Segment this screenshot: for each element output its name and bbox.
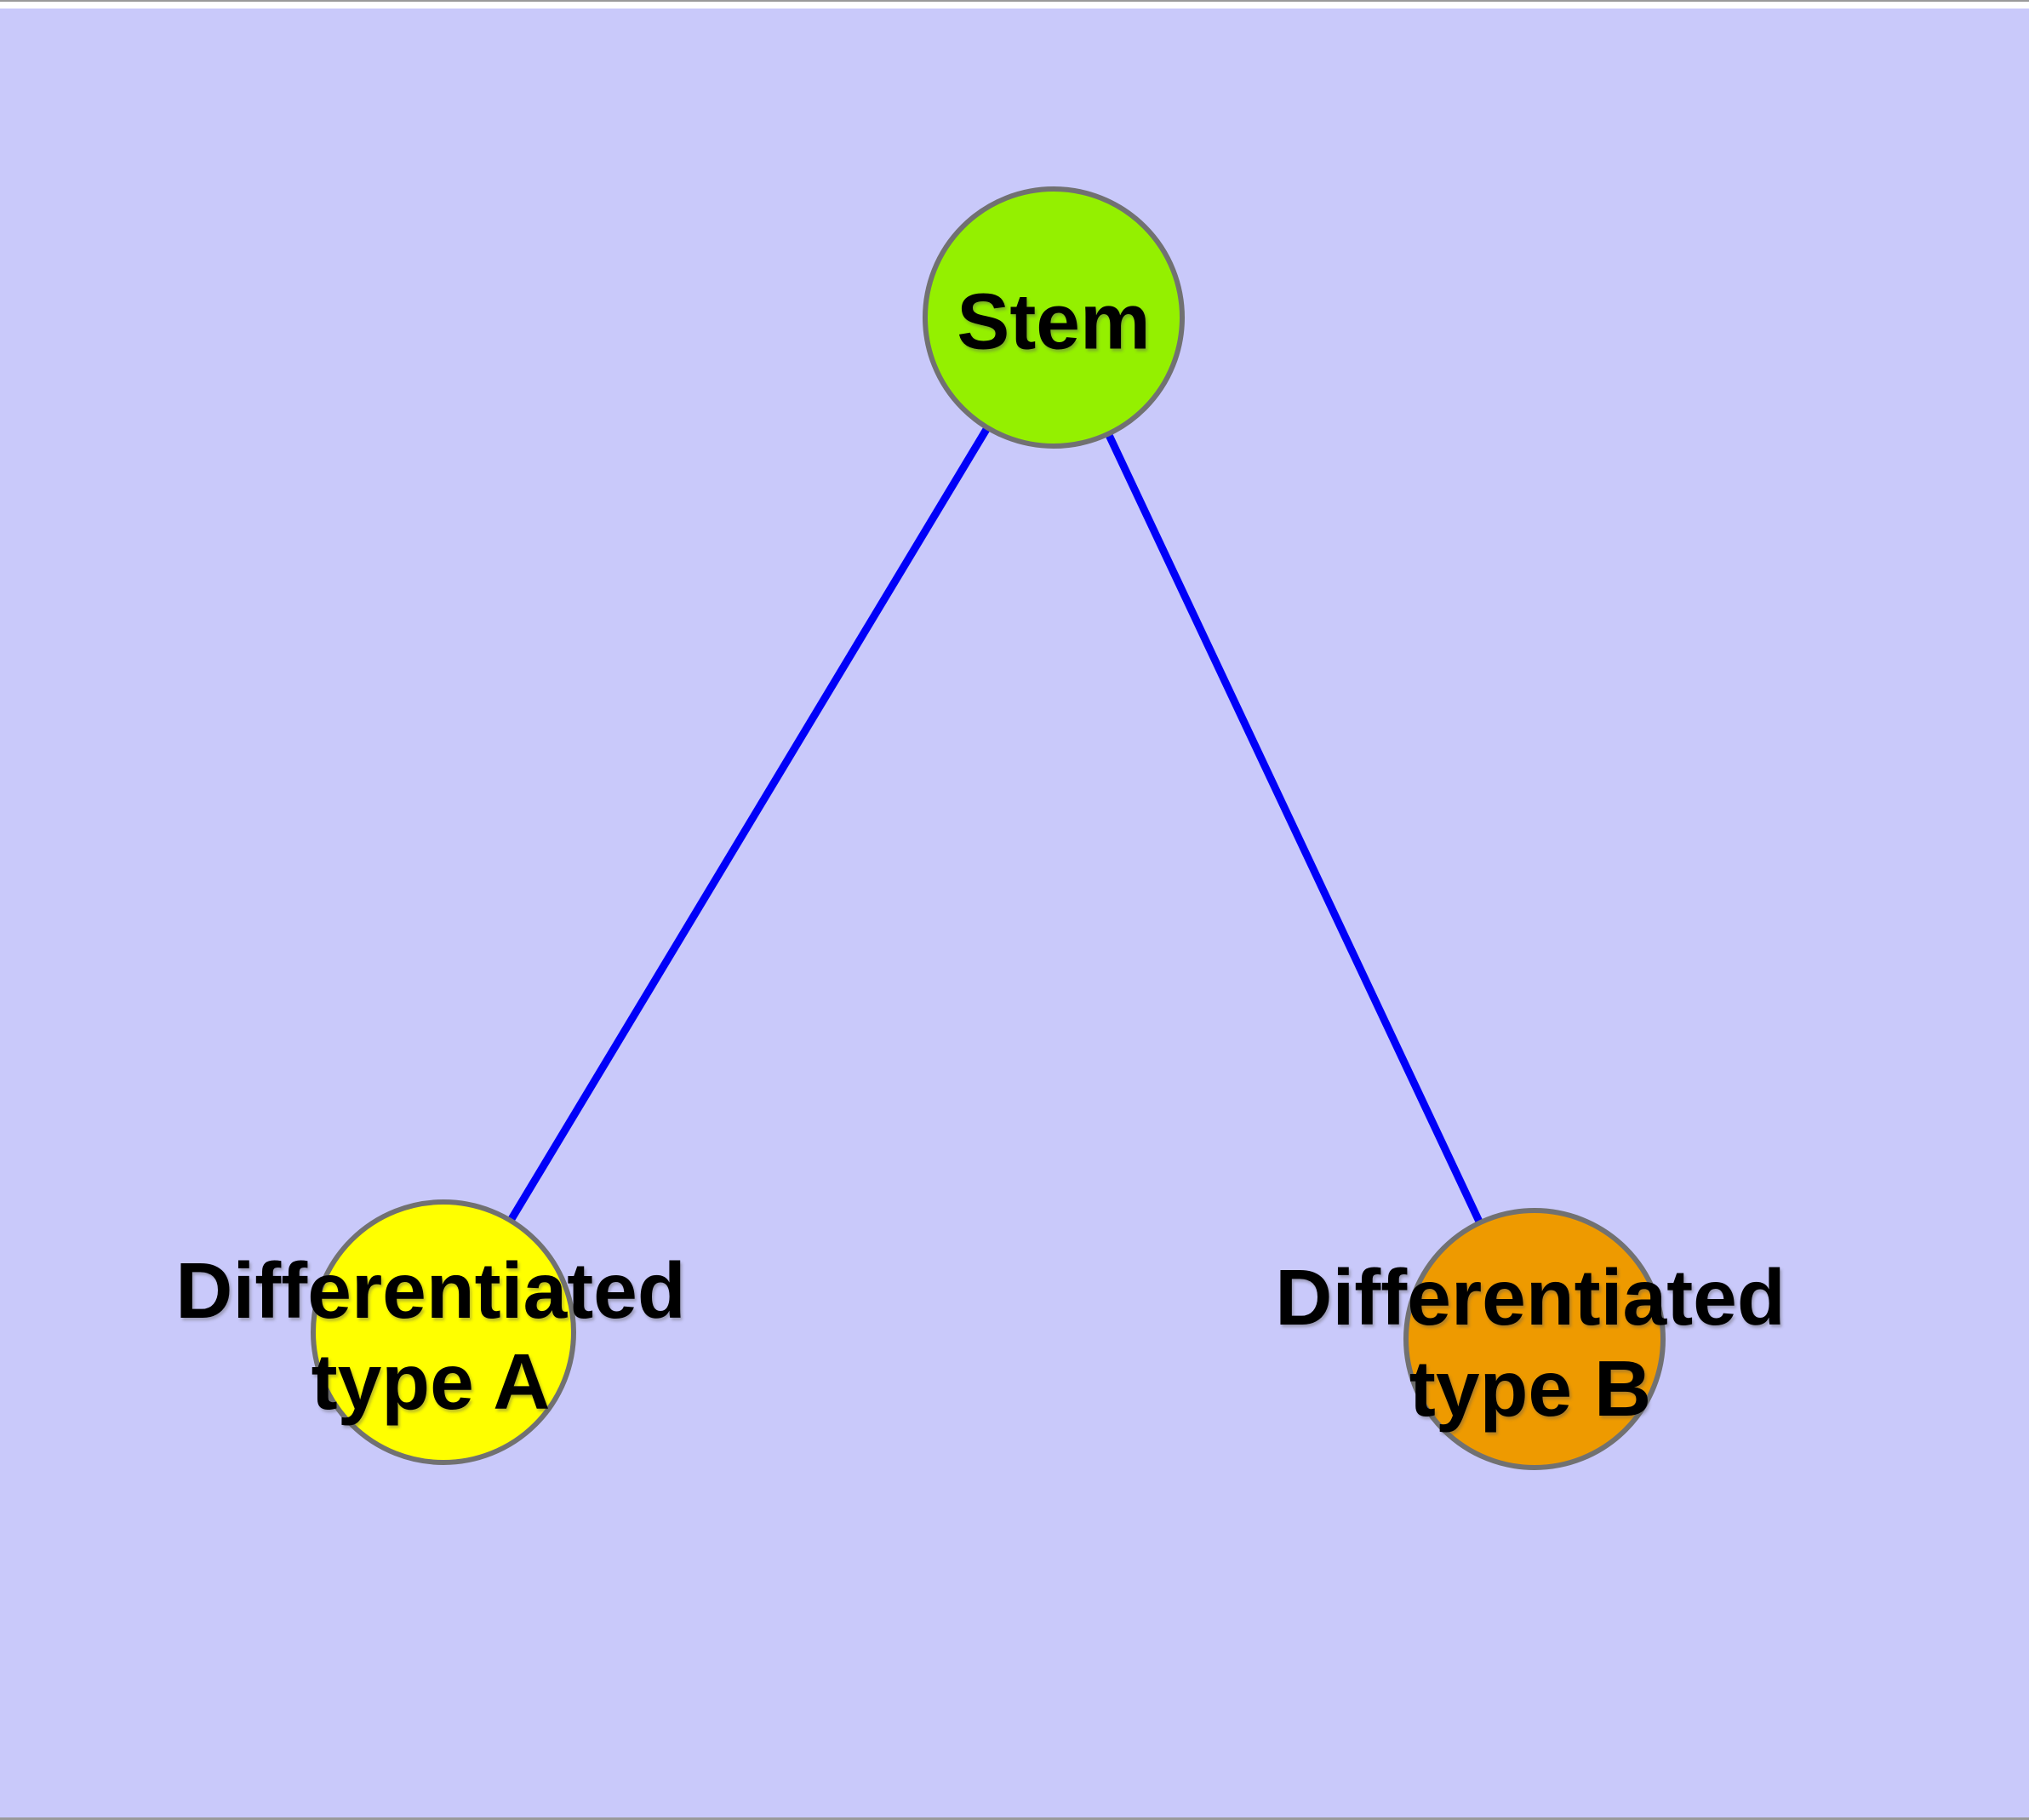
edge-stem-diff-type-b xyxy=(1049,316,1539,1341)
node-label-stem: Stem xyxy=(957,277,1151,366)
node-label-diff-type-b: Differentiated type B xyxy=(1275,1253,1786,1433)
window-bottom-border xyxy=(0,1817,2029,1820)
edges-layer xyxy=(440,315,1539,1341)
plot-top-margin xyxy=(0,2,2029,9)
nodes-layer xyxy=(311,186,1666,1470)
edge-stem-diff-type-a xyxy=(440,315,1057,1335)
node-stem xyxy=(923,186,1185,449)
node-diff-type-a xyxy=(311,1199,576,1465)
node-diff-type-b xyxy=(1403,1208,1666,1470)
node-label-diff-type-a: Differentiated type A xyxy=(175,1246,686,1426)
window-top-border xyxy=(0,0,2029,2)
